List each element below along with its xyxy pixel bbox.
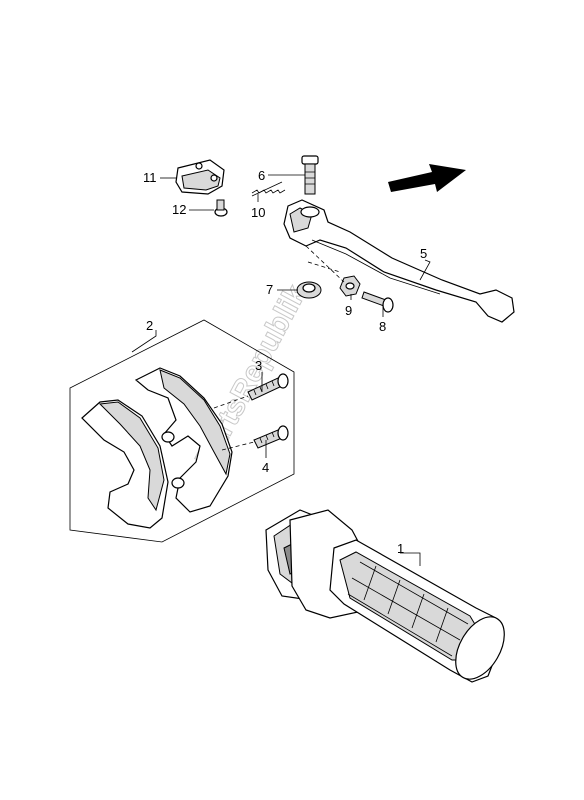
nut-9 <box>339 275 361 297</box>
callout-9: 9 <box>345 303 352 318</box>
callout-5: 5 <box>420 246 427 261</box>
callout-8: 8 <box>379 319 386 334</box>
callout-11: 11 <box>143 170 157 185</box>
bushing-7 <box>296 281 322 299</box>
callout-2: 2 <box>146 318 153 333</box>
bolt-6 <box>301 155 319 195</box>
bolt-8 <box>361 291 394 313</box>
spring-10 <box>251 181 286 197</box>
callout-10: 10 <box>251 205 265 220</box>
leader-lines <box>131 174 431 566</box>
assembly-line-screws <box>213 395 255 451</box>
forward-arrow-icon <box>388 164 466 192</box>
housing-set-2 <box>69 319 295 543</box>
screw-12 <box>214 199 228 217</box>
assembly-line-lever <box>305 245 345 283</box>
screw-4 <box>253 425 289 449</box>
callout-6: 6 <box>258 168 265 183</box>
grip-1 <box>265 509 505 683</box>
callout-3: 3 <box>255 358 262 373</box>
bracket-11 <box>175 159 225 195</box>
screw-3 <box>247 373 289 401</box>
callout-4: 4 <box>262 460 269 475</box>
lever-5 <box>283 199 515 323</box>
callout-12: 12 <box>172 202 186 217</box>
callout-7: 7 <box>266 282 273 297</box>
callout-1: 1 <box>397 541 404 556</box>
